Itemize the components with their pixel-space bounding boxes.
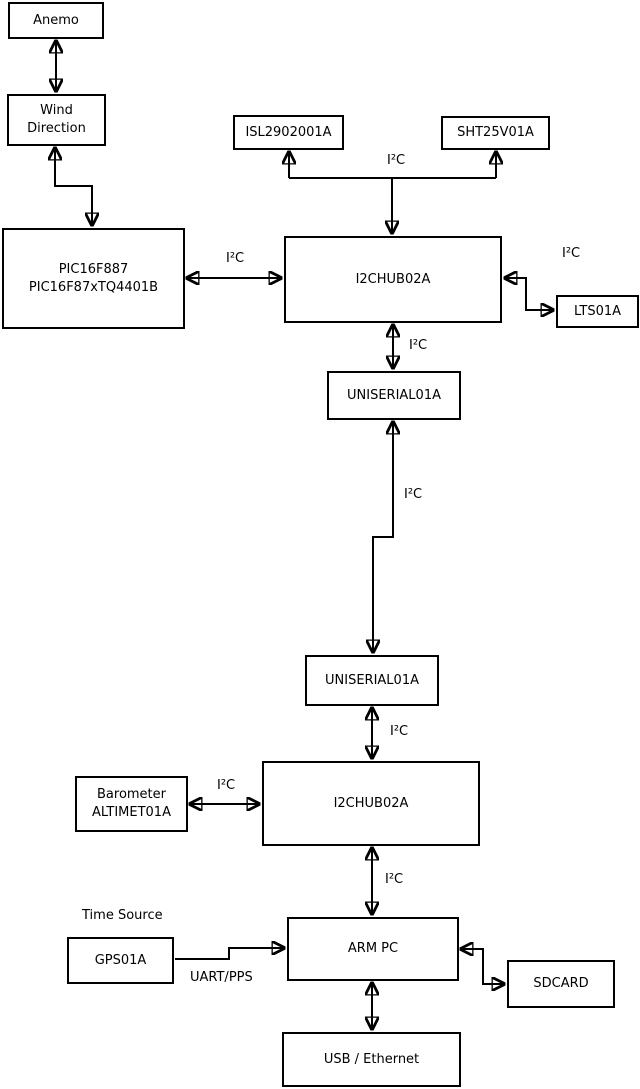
label-i2c-barometer-hub2: I²C	[217, 778, 236, 793]
node-isl2902001a: ISL2902001A	[233, 115, 344, 150]
label-i2c-hub2-armpc: I²C	[385, 872, 404, 887]
node-wind-direction: Wind Direction	[7, 94, 106, 146]
edge-uniserial1-uniserial2	[373, 422, 393, 652]
node-uniserial01a-1: UNISERIAL01A	[327, 371, 461, 420]
node-barometer-altimet01a: Barometer ALTIMET01A	[75, 776, 188, 832]
edge-gps-armpc	[175, 948, 284, 960]
node-i2chub02a-2: I2CHUB02A	[262, 761, 480, 846]
node-sdcard: SDCARD	[507, 960, 615, 1008]
node-usb-ethernet: USB / Ethernet	[282, 1032, 461, 1087]
label-uart-pps: UART/PPS	[190, 970, 253, 985]
edge-hub1-lts	[505, 278, 553, 310]
node-arm-pc: ARM PC	[287, 917, 459, 981]
node-pic16f887: PIC16F887 PIC16F87xTQ4401B	[2, 228, 185, 329]
label-i2c-uniserial2-hub2: I²C	[390, 724, 409, 739]
node-lts01a: LTS01A	[556, 295, 639, 328]
label-i2c-pic-hub1: I²C	[226, 251, 245, 266]
edge-armpc-sdcard	[461, 949, 504, 984]
label-i2c-hub1-lts: I²C	[562, 246, 581, 261]
edge-winddirection-pic	[55, 148, 92, 225]
node-anemo: Anemo	[8, 2, 104, 39]
node-i2chub02a-1: I2CHUB02A	[284, 236, 502, 323]
node-gps01a: GPS01A	[67, 937, 174, 984]
label-time-source: Time Source	[82, 908, 163, 923]
label-i2c-long-link: I²C	[404, 487, 423, 502]
label-i2c-sensor-bus: I²C	[387, 153, 406, 168]
node-sht25v01a: SHT25V01A	[441, 116, 550, 150]
node-uniserial01a-2: UNISERIAL01A	[305, 655, 439, 706]
label-i2c-hub1-uniserial1: I²C	[409, 338, 428, 353]
